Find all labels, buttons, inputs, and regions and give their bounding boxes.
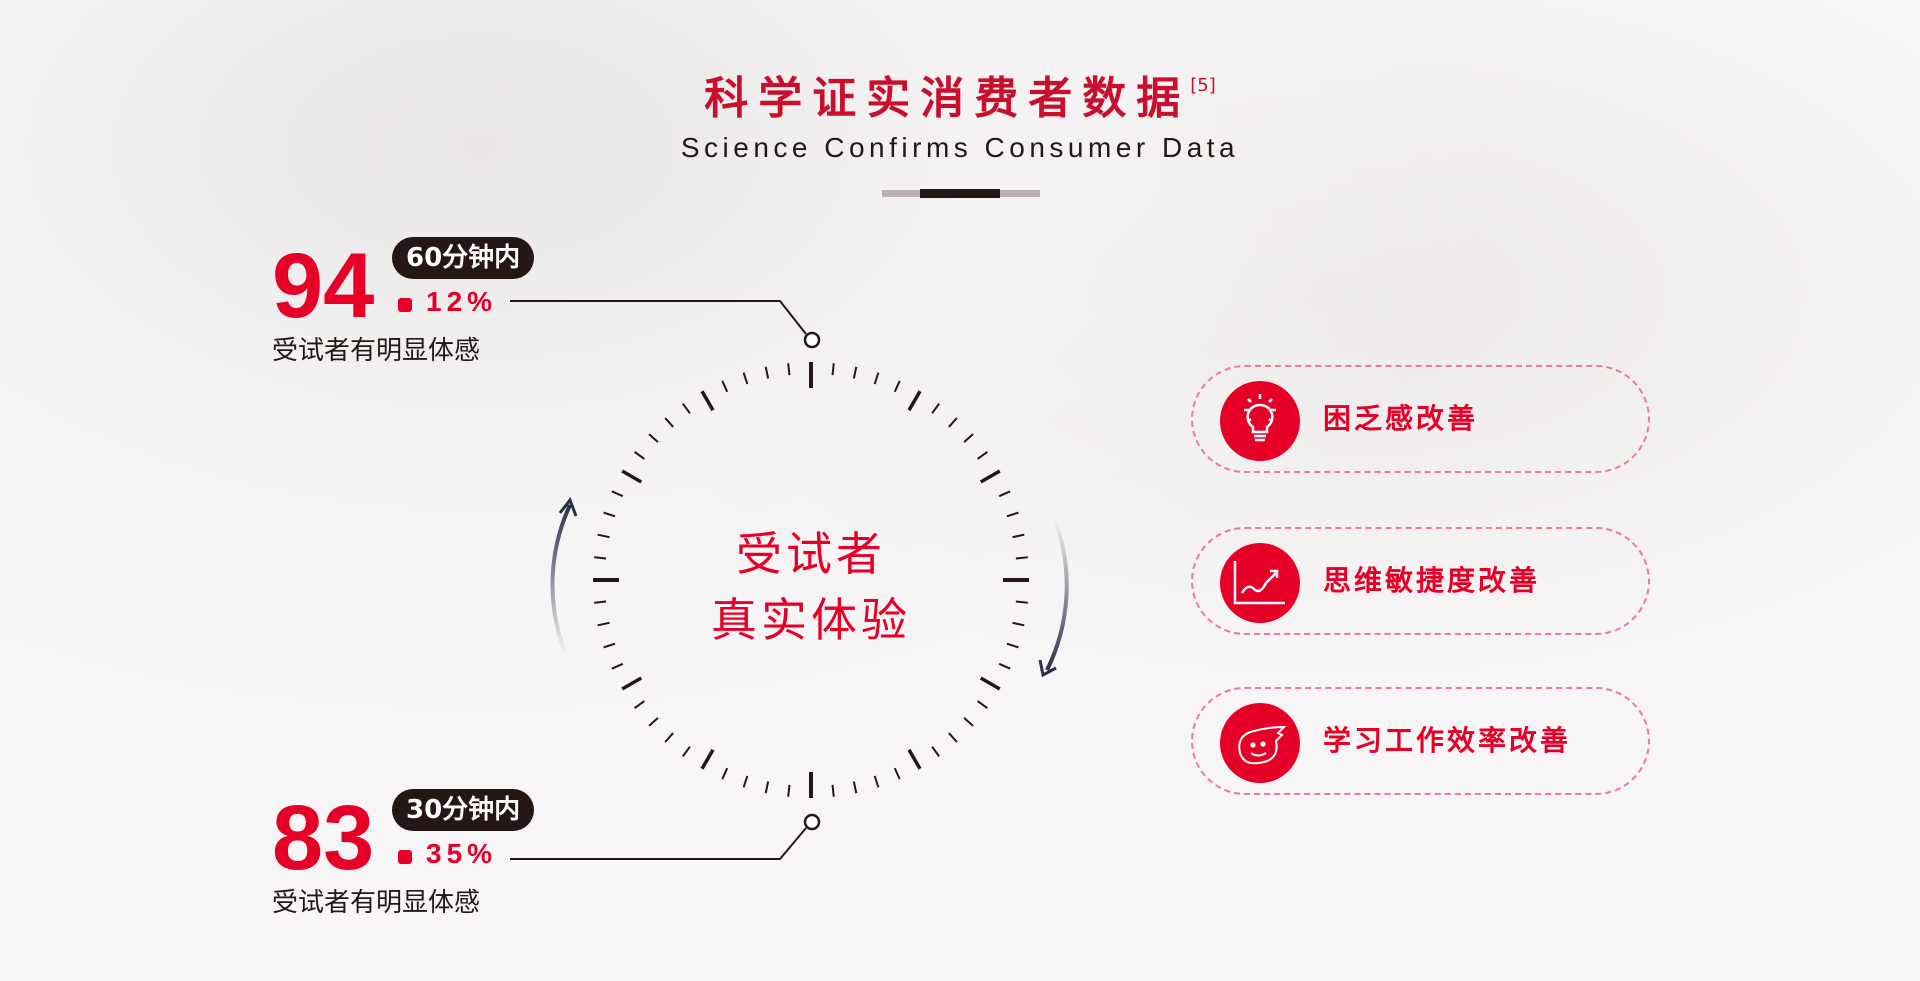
cycle-arrow-right-head <box>1038 659 1057 678</box>
clock-tick <box>597 621 610 627</box>
clock-tick <box>998 490 1011 498</box>
connector-node-bottom <box>803 813 821 831</box>
clock-tick <box>979 676 1001 691</box>
clock-tick <box>700 390 715 412</box>
clock-tick <box>611 662 624 670</box>
clock-tick <box>787 784 791 797</box>
clock-tick <box>977 700 988 709</box>
stat-integer: 83 <box>272 787 375 889</box>
clock-tick <box>664 732 674 743</box>
page-subtitle: Science Confirms Consumer Data <box>680 132 1240 163</box>
clock-tick <box>931 746 940 757</box>
clock-tick <box>852 781 858 794</box>
clock-tick <box>907 748 922 770</box>
time-badge: 30分钟内 <box>392 789 535 831</box>
clock-tick <box>873 372 880 385</box>
clock-tick <box>907 390 922 412</box>
clock-tick <box>852 366 858 379</box>
benefit-item-efficiency: 学习工作效率改善 <box>1191 687 1650 795</box>
benefit-item-agility: 思维敏捷度改善 <box>1191 527 1650 635</box>
clock-tick <box>998 662 1011 670</box>
clock-tick <box>648 717 659 727</box>
clock-tick <box>682 746 691 757</box>
cycle-arrow-left <box>550 504 572 656</box>
clock-tick <box>634 700 645 709</box>
title-divider-accent <box>920 189 1000 198</box>
clock-tick <box>831 363 835 376</box>
connector-line-top <box>510 300 807 335</box>
clock-tick <box>979 469 1001 484</box>
center-text-line2: 真实体验 <box>711 593 911 647</box>
clock-tick <box>611 490 624 498</box>
clock-tick <box>1012 533 1025 539</box>
clock-tick <box>634 451 645 460</box>
stat-decimal: 12% <box>426 286 498 317</box>
benefit-item-drowsiness: 困乏感改善 <box>1191 365 1650 473</box>
reference-mark: [5] <box>1190 75 1216 96</box>
benefit-label: 困乏感改善 <box>1323 402 1479 435</box>
clock-tick <box>621 469 643 484</box>
clock-tick <box>594 556 607 560</box>
clock-tick <box>742 775 749 788</box>
clock-tick <box>787 363 791 376</box>
clock-tick <box>603 642 616 649</box>
clock-tick <box>873 775 880 788</box>
smiley-icon <box>1220 703 1300 783</box>
clock-tick <box>1006 511 1019 518</box>
clock-tick <box>742 372 749 385</box>
stat-caption: 受试者有明显体感 <box>272 888 481 918</box>
clock-tick <box>931 403 940 414</box>
clock-tick <box>948 417 958 428</box>
decimal-point <box>398 298 412 312</box>
benefit-label: 思维敏捷度改善 <box>1323 564 1541 597</box>
connector-line-bottom <box>510 827 807 860</box>
connector-node-top <box>803 331 821 349</box>
clock-tick <box>764 366 770 379</box>
title-cn: 科学证实消费者数据 <box>704 73 1191 124</box>
clock-tick <box>1015 600 1028 604</box>
clock-ticks <box>593 362 1029 798</box>
cycle-arrow-right <box>1045 519 1069 671</box>
time-badge: 60分钟内 <box>392 237 535 279</box>
clock-tick <box>977 451 988 460</box>
clock-tick <box>621 676 643 691</box>
clock-tick <box>682 403 691 414</box>
clock-tick <box>963 433 974 443</box>
clock-tick <box>664 417 674 428</box>
clock-tick <box>603 511 616 518</box>
lightbulb-icon <box>1220 381 1300 461</box>
stat-integer: 94 <box>272 235 375 337</box>
clock-tick <box>594 600 607 604</box>
clock-tick <box>764 781 770 794</box>
clock-tick <box>597 533 610 539</box>
cycle-arrow-left-head <box>558 496 578 517</box>
clock-tick <box>721 380 729 393</box>
clock-tick <box>648 433 659 443</box>
center-text-line1: 受试者 <box>736 527 886 581</box>
stat-caption: 受试者有明显体感 <box>272 336 481 366</box>
benefit-label: 学习工作效率改善 <box>1323 724 1572 757</box>
stat-decimal: 35% <box>426 838 498 869</box>
chart-up-icon <box>1220 543 1300 623</box>
page-title: 科学证实消费者数据[5] <box>0 62 1920 126</box>
decimal-point <box>398 850 412 864</box>
clock-tick <box>948 732 958 743</box>
clock-tick <box>893 767 901 780</box>
clock-tick <box>893 380 901 393</box>
clock-tick <box>1015 556 1028 560</box>
clock-tick <box>721 767 729 780</box>
clock-tick <box>963 717 974 727</box>
clock-tick <box>700 748 715 770</box>
clock-tick <box>831 784 835 797</box>
clock-tick <box>1006 642 1019 649</box>
clock-tick <box>1012 621 1025 627</box>
